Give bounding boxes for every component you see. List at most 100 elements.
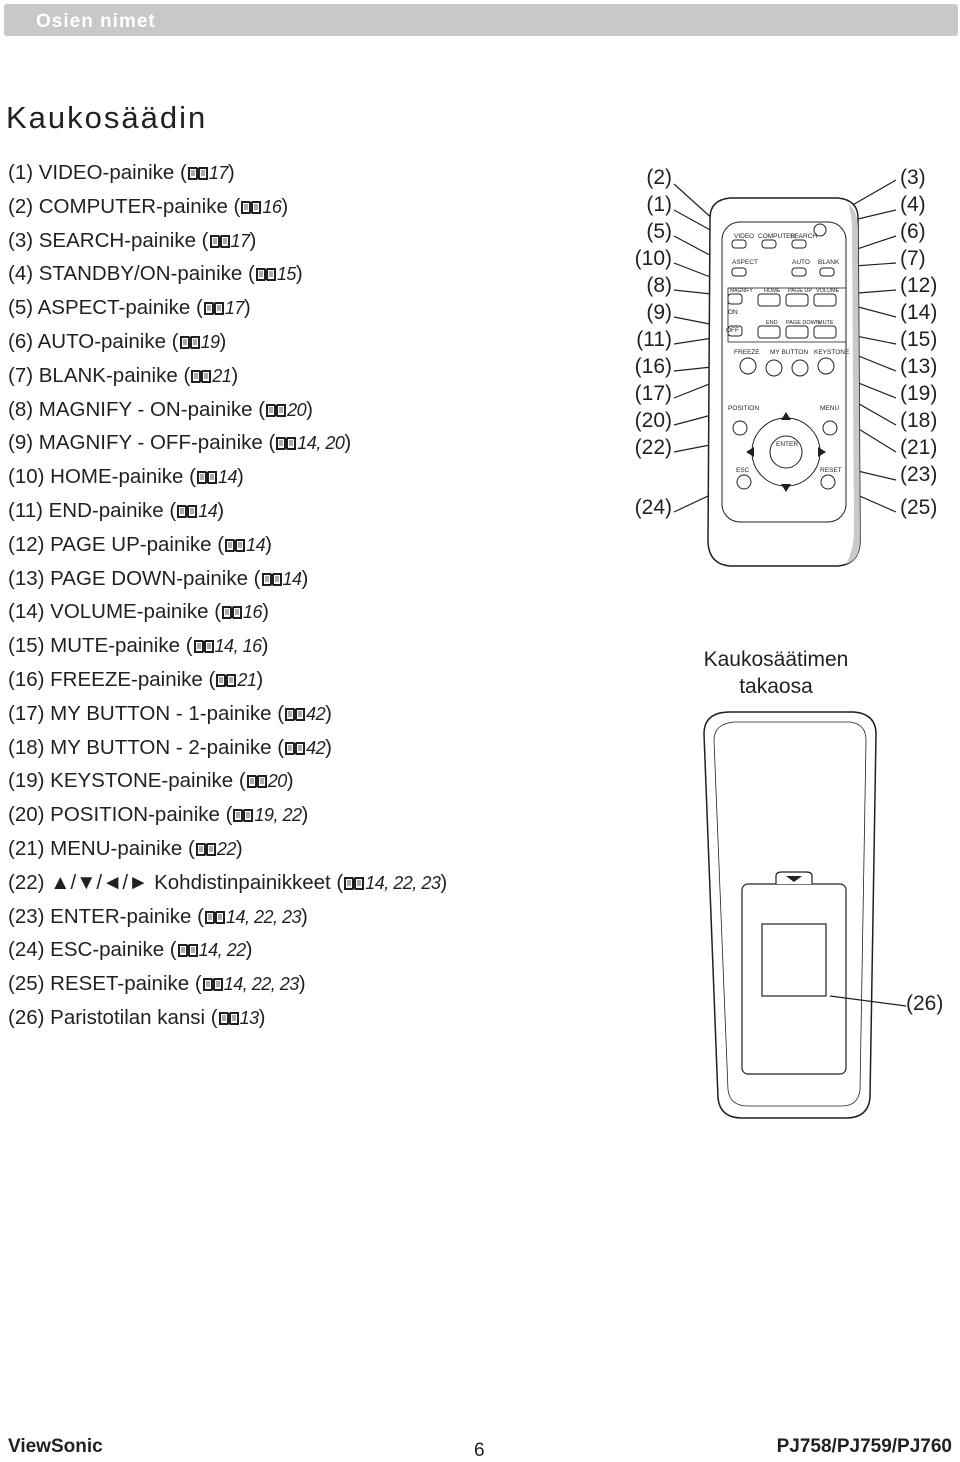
item-close: ) [301,803,309,827]
book-icon [190,361,212,383]
top-row-buttons [731,223,835,277]
book-icon [343,868,365,890]
footer-model: PJ758/PJ759/PJ760 [776,1436,952,1457]
remote-label: HOME [764,288,781,294]
header-bar: Osien nimet [4,4,958,36]
item-close: ) [265,532,272,556]
callout-label: (19) [900,382,938,405]
callout-label: (20) [634,409,672,432]
callout-label: (5) [646,220,672,243]
list-item: (6) AUTO-painike (19) [8,325,447,359]
item-close: ) [281,194,289,218]
book-icon [193,631,215,654]
item-close: ) [306,397,313,421]
callout-label: (25) [900,496,938,519]
callout-label: (2) [646,166,672,189]
book-icon [218,1003,240,1025]
cursor-pad [732,412,838,492]
remote-label: MUTE [818,320,834,326]
page-ref: 13 [239,1007,260,1028]
leader-line-26 [829,995,907,1007]
book-icon [187,158,209,180]
item-close: ) [231,363,239,387]
footer-page: 6 [474,1440,485,1461]
item-label: (16) FREEZE-painike ( [8,667,216,691]
remote-label: VIDEO [734,233,754,240]
list-item: (9) MAGNIFY - OFF-painike (14, 20) [8,426,447,460]
item-close: ) [249,228,257,252]
item-label: (15) MUTE-painike ( [8,634,193,658]
item-close: ) [301,904,308,928]
item-label: (5) ASPECT-painike ( [8,296,203,320]
remote-label: PAGE UP [788,288,812,294]
item-label: (11) END-painike ( [8,498,177,522]
back-caption-line2: takaosa [739,675,813,698]
list-item: (1) VIDEO-painike (17) [8,156,447,190]
item-label: (6) AUTO-painike ( [8,329,179,353]
page-ref: 14, 16 [214,636,263,657]
magnify-block [727,287,847,343]
list-item: (15) MUTE-painike (14, 16) [8,629,447,663]
list-item: (26) Paristotilan kansi (13) [8,1001,447,1035]
list-item: (13) PAGE DOWN-painike (14) [8,562,447,596]
page-ref: 42 [306,703,326,724]
callout-label: (15) [900,328,938,351]
page-ref: 14, 22, 23 [225,906,302,927]
remote-label: OFF [726,327,739,334]
item-close: ) [286,769,294,793]
remote-label: KEYSTONE [814,349,850,356]
remote-label: VOLUME [816,288,840,294]
book-icon [224,530,246,552]
item-close: ) [258,1005,266,1029]
item-label: (21) MENU-painike ( [8,836,195,860]
book-icon [195,834,217,856]
back-caption: Kaukosäätimen takaosa [676,646,876,700]
battery-label-area [761,923,827,997]
list-item: (22) ▲/▼/◄/► Kohdistinpainikkeet (14, 22… [8,866,447,900]
item-label: (13) PAGE DOWN-painike ( [8,566,261,590]
page-ref: 22 [216,838,237,859]
remote-label: FREEZE [734,349,760,356]
remote-panel [721,221,847,523]
remote-label: RESET [820,467,842,474]
callout-label: (17) [634,382,672,405]
page-ref: 14 [198,500,218,521]
book-icon [177,935,199,958]
book-icon [196,462,218,485]
book-icon [284,699,306,721]
item-close: ) [301,566,309,590]
item-close: ) [295,262,303,286]
remote-label: MY BUTTON [770,349,808,356]
book-icon [246,766,268,789]
remote-side-shading [846,204,860,564]
item-label: (10) HOME-painike ( [8,465,196,489]
item-label: (3) SEARCH-painike ( [8,228,209,252]
item-label: (7) BLANK-painike ( [8,363,191,387]
callout-label: (9) [646,301,672,324]
remote-label: BLANK [818,259,840,266]
callout-label: (10) [634,247,672,270]
remote-label: ON [728,309,738,316]
page-ref: 14 [217,467,238,488]
item-label: (20) POSITION-painike ( [8,803,233,827]
item-close: ) [219,329,227,353]
book-icon [232,800,254,823]
remote-label: SEARCH [790,233,817,240]
item-close: ) [325,735,332,759]
item-close: ) [325,701,332,725]
remote-labels: VIDEO COMPUTER SEARCH ASPECT AUTO BLANK … [726,233,850,474]
latch-arrow-icon [786,876,802,882]
callout-label: (4) [900,193,926,216]
page-ref: 17 [224,298,245,319]
list-item: (12) PAGE UP-painike (14) [8,528,447,562]
list-item: (10) HOME-painike (14) [8,460,447,494]
book-icon [179,327,201,349]
remote-label: END [766,320,778,326]
item-label: (1) VIDEO-painike ( [8,161,187,184]
list-item: (16) FREEZE-painike (21) [8,663,447,697]
callout-label: (6) [900,220,926,243]
item-close: ) [256,667,264,691]
book-icon [275,428,297,451]
item-label: (17) MY BUTTON - 1-painike ( [8,701,285,725]
item-close: ) [245,938,253,962]
